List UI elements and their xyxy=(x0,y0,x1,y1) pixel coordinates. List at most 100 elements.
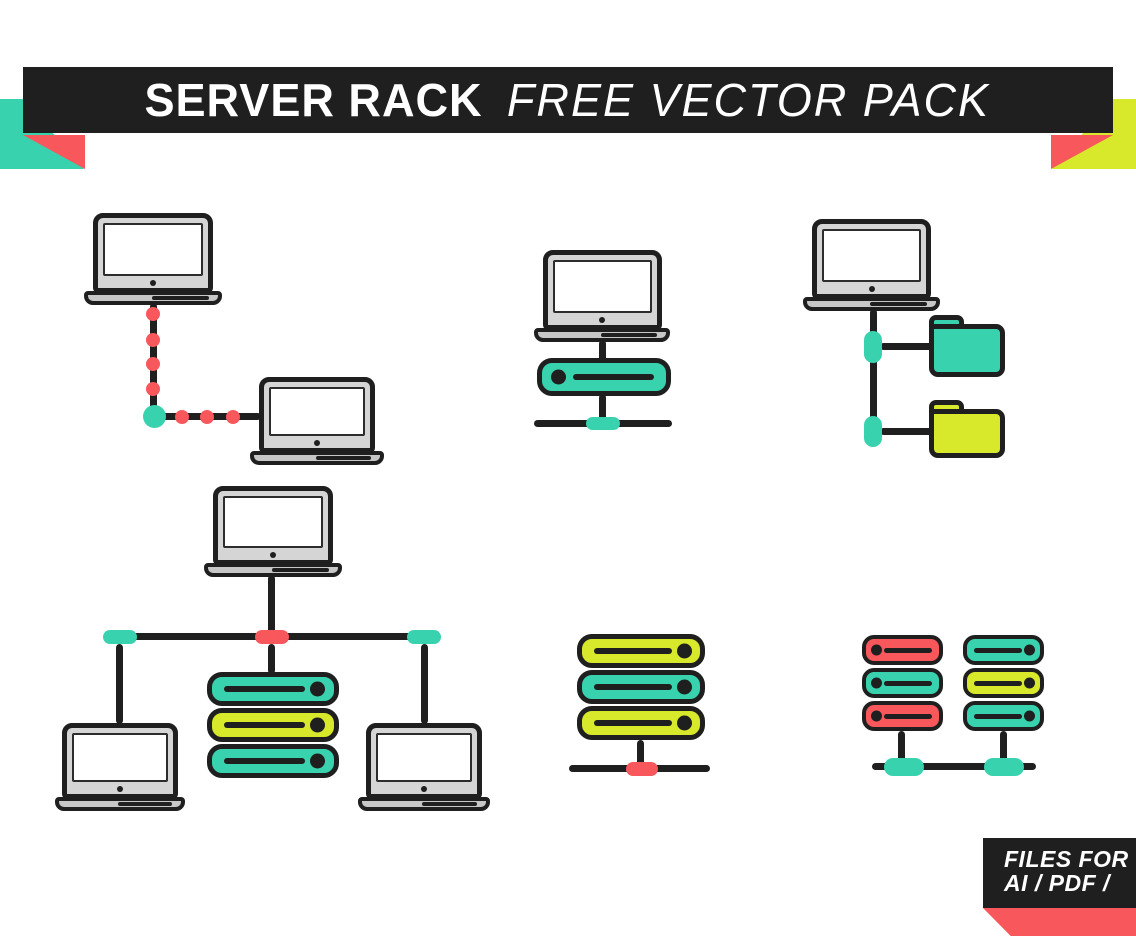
server-rack xyxy=(577,634,705,740)
laptop-display xyxy=(376,733,472,782)
folder-body xyxy=(929,409,1005,458)
laptop-screen xyxy=(366,723,482,799)
laptop-icon xyxy=(803,219,940,311)
title-banner: SERVER RACK FREE VECTOR PACK xyxy=(23,67,1113,133)
server-slot-bar xyxy=(974,647,1023,653)
cable-line xyxy=(880,343,934,350)
data-packet-dot xyxy=(146,357,160,371)
badge-line-2: AI / PDF / xyxy=(1004,870,1110,896)
cable-line xyxy=(1000,731,1007,763)
server-slot-bar xyxy=(224,722,305,728)
server-rack xyxy=(537,358,671,396)
server-unit-icon xyxy=(577,634,705,668)
laptop-camera-dot xyxy=(868,286,875,292)
server-slot-bar xyxy=(573,374,654,380)
laptop-icon xyxy=(250,377,384,465)
cable-line xyxy=(637,740,644,767)
cable-line xyxy=(116,644,123,724)
laptop-camera-dot xyxy=(421,786,427,792)
server-led-dot xyxy=(1023,644,1035,656)
data-packet-dot xyxy=(200,410,214,424)
hub-node-circle xyxy=(143,405,166,428)
badge-line-1: FILES FOR xyxy=(1004,846,1129,872)
laptop-camera-dot xyxy=(117,786,123,792)
laptop-base-detail xyxy=(315,456,371,460)
server-led-dot xyxy=(871,644,883,656)
server-unit-icon xyxy=(577,670,705,704)
server-slot-bar xyxy=(593,684,672,690)
server-led-dot xyxy=(871,710,883,722)
laptop-icon xyxy=(358,723,490,811)
cable-line xyxy=(268,575,275,636)
data-packet-dot xyxy=(146,307,160,321)
server-unit-icon xyxy=(207,744,339,778)
server-unit-icon xyxy=(963,701,1044,731)
folder-icon xyxy=(929,400,1005,458)
laptop-icon xyxy=(84,213,222,305)
data-packet-dot xyxy=(146,382,160,396)
laptop-base-detail xyxy=(118,802,172,806)
cable-line xyxy=(268,644,275,674)
cable-line xyxy=(880,428,934,435)
network-bus-line xyxy=(872,763,1036,770)
laptop-icon xyxy=(534,250,670,342)
laptop-camera-dot xyxy=(150,280,156,286)
laptop-display xyxy=(103,223,203,276)
server-slot-bar xyxy=(224,758,305,764)
server-unit-icon xyxy=(862,701,943,731)
connector-pill xyxy=(864,416,882,447)
server-slot-bar xyxy=(593,720,672,726)
server-unit-icon xyxy=(577,706,705,740)
laptop-screen xyxy=(213,486,333,565)
server-led-dot xyxy=(310,717,326,733)
laptop-screen xyxy=(542,250,662,330)
server-led-dot xyxy=(310,681,326,697)
server-led-dot xyxy=(676,643,692,659)
server-rack xyxy=(862,635,943,731)
server-slot-bar xyxy=(974,680,1023,686)
server-unit-icon xyxy=(207,672,339,706)
laptop-base xyxy=(250,451,384,465)
laptop-display xyxy=(552,260,652,313)
laptop-base-detail xyxy=(870,302,927,306)
server-slot-bar xyxy=(884,647,932,653)
server-led-dot xyxy=(871,677,883,689)
laptop-camera-dot xyxy=(314,440,320,446)
connector-pill xyxy=(255,630,289,644)
server-unit-icon xyxy=(862,668,943,698)
laptop-screen xyxy=(259,377,375,453)
connector-pill xyxy=(864,331,882,363)
server-led-dot xyxy=(1023,710,1035,722)
laptop-display xyxy=(269,387,365,436)
server-rack xyxy=(963,635,1044,731)
laptop-screen xyxy=(812,219,931,299)
laptop-display xyxy=(822,229,921,282)
laptop-screen xyxy=(62,723,178,799)
server-unit-icon xyxy=(537,358,671,396)
server-led-dot xyxy=(676,679,692,695)
laptop-base xyxy=(55,797,185,811)
connector-pill xyxy=(884,758,924,776)
server-unit-icon xyxy=(862,635,943,665)
title-secondary: FREE VECTOR PACK xyxy=(506,74,991,126)
laptop-icon xyxy=(204,486,342,577)
laptop-screen xyxy=(93,213,213,293)
laptop-base-detail xyxy=(151,296,209,300)
server-unit-icon xyxy=(963,635,1044,665)
laptop-base-detail xyxy=(271,568,329,572)
laptop-camera-dot xyxy=(599,317,605,323)
laptop-camera-dot xyxy=(270,552,276,558)
laptop-display xyxy=(223,496,323,548)
folder-icon xyxy=(929,315,1005,377)
file-formats-badge: FILES FOR AI / PDF / xyxy=(983,838,1136,908)
cable-line xyxy=(421,644,428,724)
cable-line xyxy=(599,340,606,362)
folder-body xyxy=(929,324,1005,377)
connector-pill xyxy=(103,630,137,644)
data-packet-dot xyxy=(175,410,189,424)
cable-line xyxy=(898,731,905,763)
badge-red-fold xyxy=(983,908,1136,936)
server-led-dot xyxy=(310,753,326,769)
laptop-base-detail xyxy=(422,802,477,806)
laptop-base xyxy=(358,797,490,811)
